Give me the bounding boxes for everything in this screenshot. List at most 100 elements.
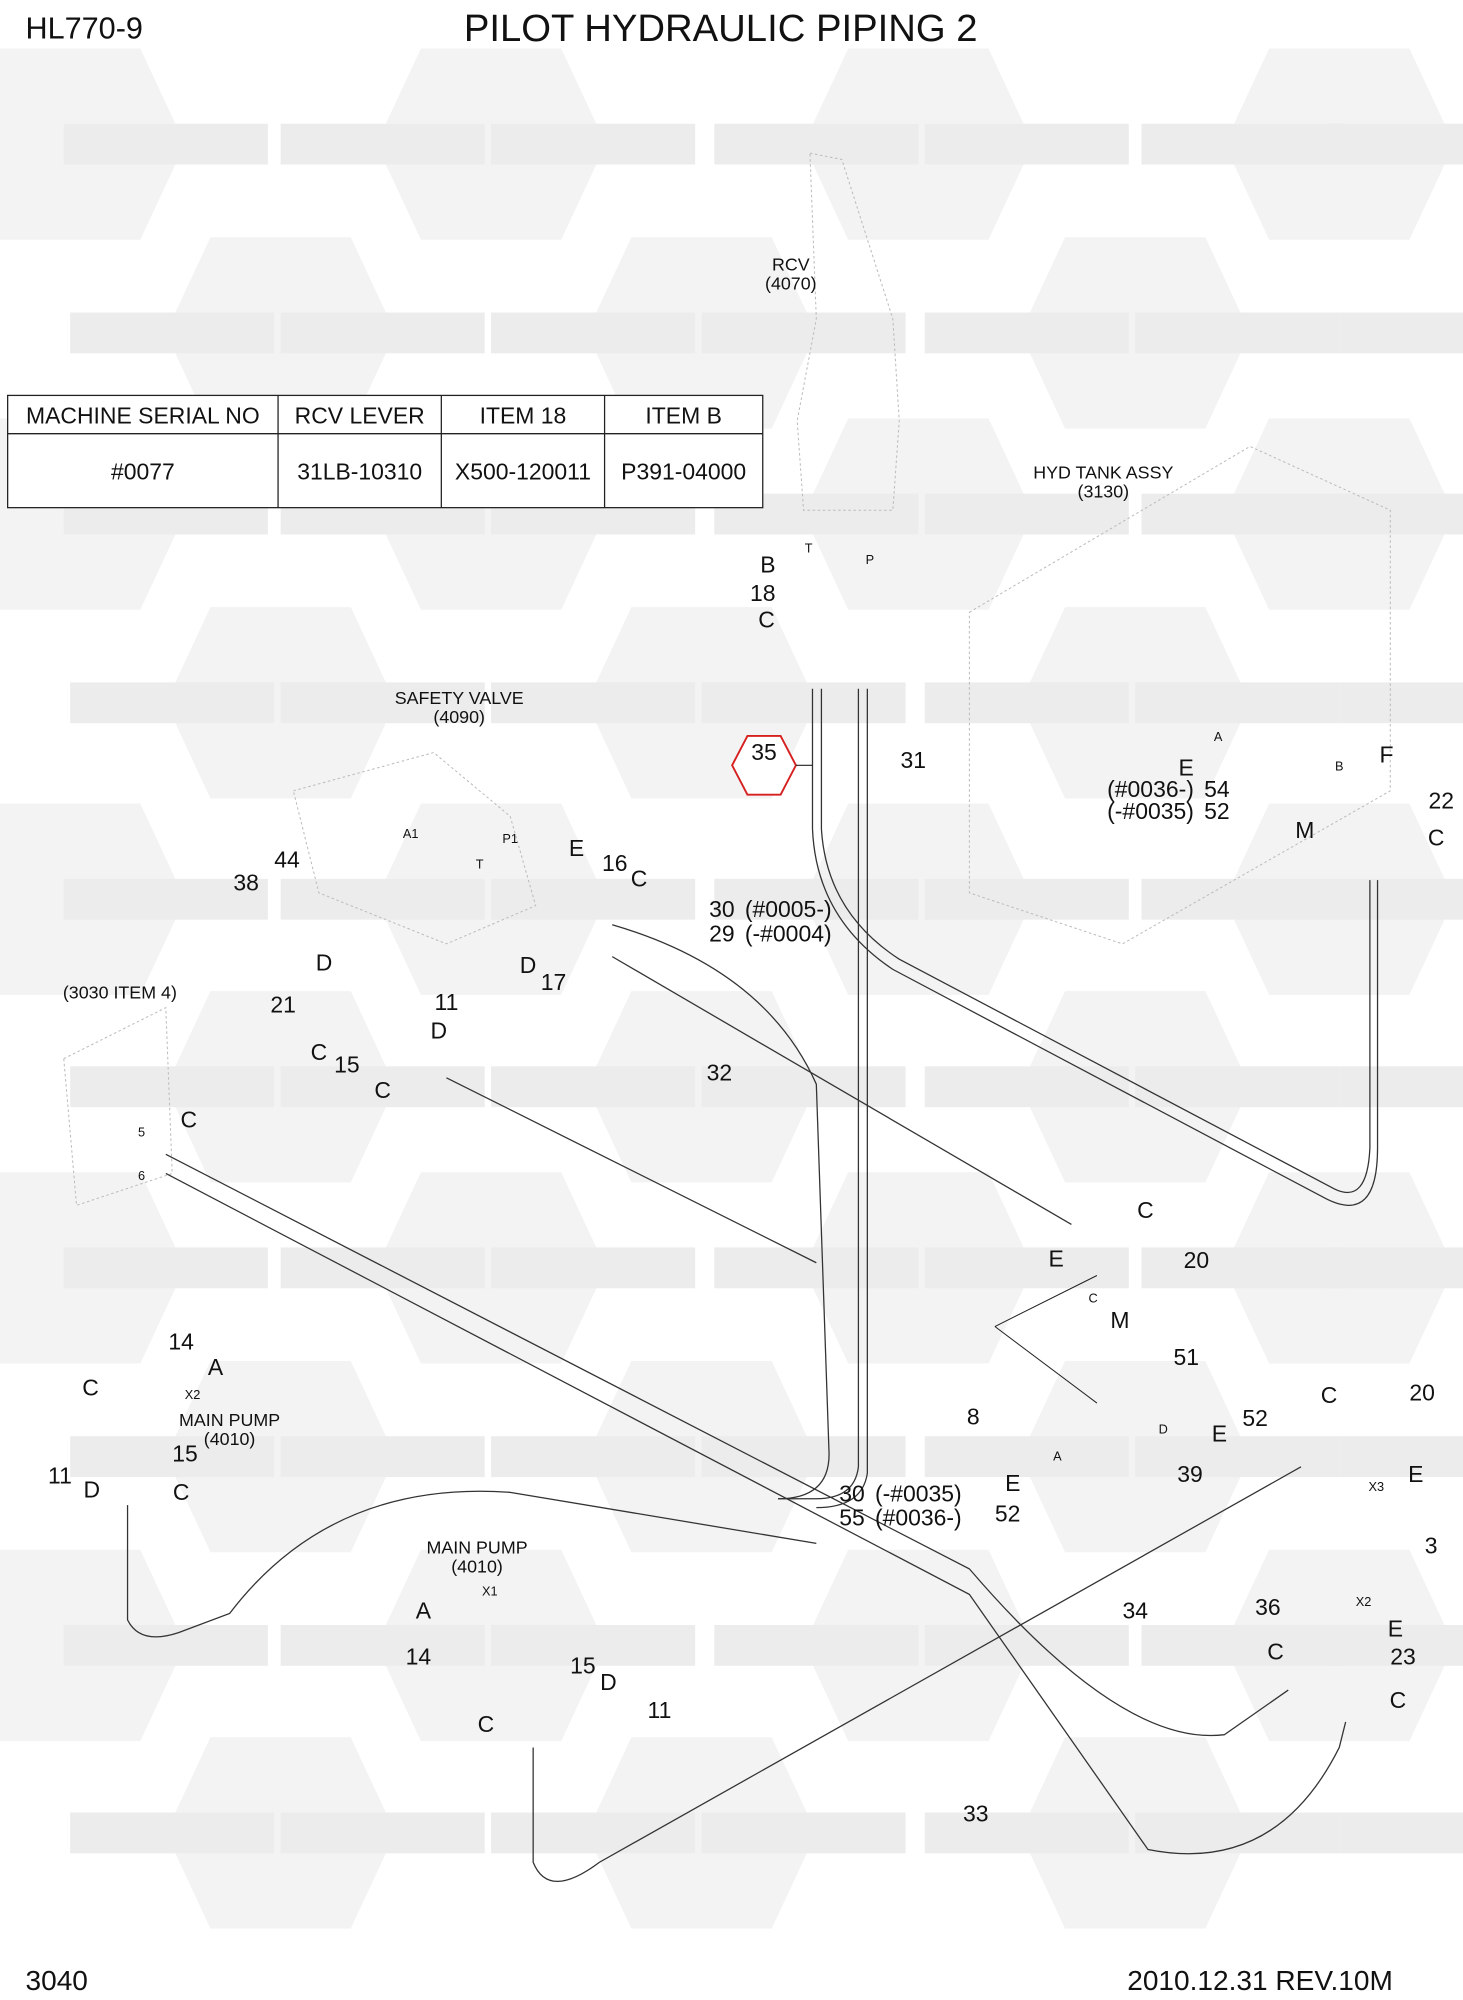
watermark-band <box>1326 878 1463 920</box>
watermark-band <box>701 1812 906 1854</box>
callout-label: E <box>1408 1461 1423 1487</box>
callout-label: (-#0035) <box>1107 798 1194 824</box>
watermark-band <box>714 878 919 920</box>
callout-label: 23 <box>1390 1644 1416 1670</box>
watermark-band <box>1339 1066 1463 1108</box>
main-pump-code: (4010) <box>451 1557 503 1577</box>
watermark-band <box>924 682 1129 724</box>
callout-label: B <box>1335 758 1344 773</box>
watermark-band <box>280 123 485 165</box>
watermark-band <box>491 312 696 354</box>
callout-label: C <box>1390 1687 1407 1713</box>
watermark-band <box>924 1066 1129 1108</box>
watermark-band <box>924 123 1129 165</box>
watermark-band <box>491 1247 696 1289</box>
tank-label: HYD TANK ASSY <box>1033 462 1173 482</box>
callout-label: X2 <box>1356 1594 1372 1609</box>
watermark-band <box>924 1624 1129 1666</box>
callout-label: 30 <box>709 896 735 922</box>
callout-label: 55 <box>839 1505 865 1531</box>
watermark-band <box>924 1436 1129 1478</box>
table-header: ITEM B <box>645 402 721 428</box>
callout-35-label: 35 <box>751 739 777 765</box>
watermark-band <box>1326 1624 1463 1666</box>
callout-label: C <box>311 1039 328 1065</box>
callout-label: E <box>1179 755 1194 781</box>
watermark-band <box>701 312 906 354</box>
watermark-band <box>1141 123 1346 165</box>
watermark-band <box>701 682 906 724</box>
callout-label: X2 <box>185 1387 201 1402</box>
callout-label: D <box>430 1017 447 1043</box>
watermark-band <box>70 1066 275 1108</box>
watermark-band <box>924 878 1129 920</box>
callout-label: 34 <box>1122 1598 1148 1624</box>
callout-label: C <box>631 865 648 891</box>
watermark-band <box>924 493 1129 535</box>
highlighted-callout-35[interactable]: 35 <box>731 735 813 796</box>
callout-label: 5 <box>138 1124 145 1139</box>
watermark-band <box>63 1247 268 1289</box>
valve-block-outline <box>63 1006 173 1207</box>
callout-label: 15 <box>334 1052 360 1078</box>
watermark-band <box>1141 1624 1346 1666</box>
watermark-band <box>924 1812 1129 1854</box>
callout-label: A <box>1214 729 1223 744</box>
callout-label: 32 <box>707 1059 733 1085</box>
callout-label: E <box>1048 1246 1063 1272</box>
watermark-band <box>280 1436 485 1478</box>
tank-outline <box>968 445 1391 945</box>
watermark-band <box>1135 682 1340 724</box>
callout-label: 15 <box>570 1652 596 1678</box>
callout-label: 18 <box>750 580 776 606</box>
watermark-band <box>1326 493 1463 535</box>
watermark-band <box>280 1812 485 1854</box>
watermark-band <box>1135 1436 1340 1478</box>
callout-label: F <box>1379 742 1393 768</box>
watermark-band <box>280 878 485 920</box>
callout-label: E <box>1212 1420 1227 1446</box>
watermark-band <box>491 878 696 920</box>
safety-valve-code: (4090) <box>433 707 485 727</box>
watermark-band <box>70 1436 275 1478</box>
callout-label: C <box>758 607 775 633</box>
callout-label: (#0036-) <box>875 1505 962 1531</box>
callout-label: M <box>1295 817 1314 843</box>
page-title: PILOT HYDRAULIC PIPING 2 <box>464 7 978 50</box>
callout-label: 44 <box>274 846 300 872</box>
callout-label: 11 <box>435 989 459 1015</box>
item-3030-label: (3030 ITEM 4) <box>63 983 177 1003</box>
watermark-band <box>714 123 919 165</box>
callout-label: 16 <box>602 850 628 876</box>
watermark-band <box>280 1247 485 1289</box>
table-header: ITEM 18 <box>480 402 567 428</box>
callout-label: 11 <box>648 1697 672 1723</box>
callout-label: D <box>1159 1422 1168 1437</box>
callout-label: 14 <box>406 1644 432 1670</box>
watermark-band <box>714 1247 919 1289</box>
watermark-band <box>491 123 696 165</box>
table-cell: #0077 <box>111 459 175 485</box>
callout-label: 22 <box>1429 788 1455 814</box>
watermark-band <box>280 1066 485 1108</box>
callout-label: C <box>82 1374 99 1400</box>
callout-label: D <box>520 952 537 978</box>
watermark-band <box>1135 1812 1340 1854</box>
rcv-code: (4070) <box>765 274 817 294</box>
callout-label: A <box>1053 1448 1062 1463</box>
callout-label: C <box>173 1479 190 1505</box>
callout-label: M <box>1110 1307 1129 1333</box>
watermark-band <box>1339 312 1463 354</box>
callout-label: 31 <box>901 747 927 773</box>
watermark-layer <box>0 48 1463 1929</box>
revision-label: 2010.12.31 REV.10M <box>1127 1965 1393 1996</box>
callout-label: E <box>1005 1470 1020 1496</box>
model-label: HL770-9 <box>26 11 143 45</box>
callout-label: C <box>1088 1290 1097 1305</box>
watermark-band <box>924 312 1129 354</box>
table-header: RCV LEVER <box>295 402 425 428</box>
watermark-band <box>1326 1247 1463 1289</box>
watermark-band <box>491 1812 696 1854</box>
callout-label: 15 <box>172 1441 198 1467</box>
